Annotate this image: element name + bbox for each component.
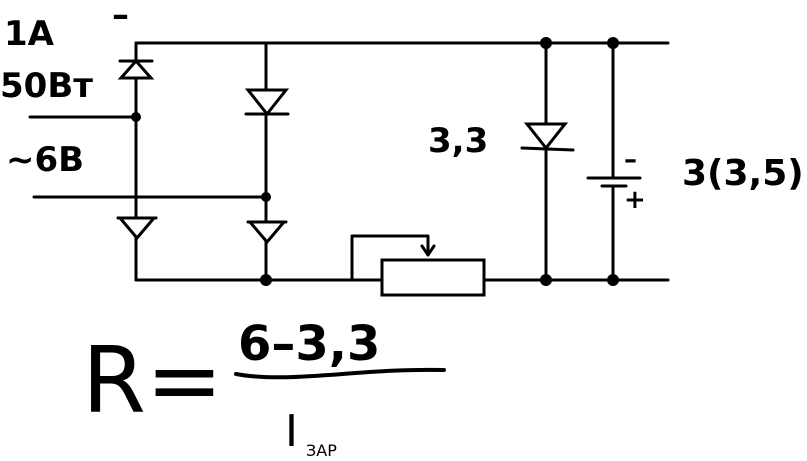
formula-numerator: 6–3,3 <box>238 316 380 372</box>
battery-voltage-label: 3(3,5) <box>682 153 804 194</box>
diode-top-left <box>117 58 155 80</box>
battery-symbol <box>586 176 642 188</box>
power-label: 50Вт <box>0 66 93 106</box>
junction-dot <box>540 274 552 286</box>
diode-bottom-right <box>246 220 288 245</box>
battery-minus-label: – <box>624 145 637 175</box>
formula-denominator-main: I <box>285 406 298 457</box>
junction-dot <box>607 37 619 49</box>
formula-fraction-bar <box>234 367 446 380</box>
zener-diode <box>520 122 575 152</box>
junction-dot <box>607 274 619 286</box>
formula-denominator-sub: ЗАР <box>306 441 337 460</box>
current-label: 1A <box>4 14 55 54</box>
junction-dot <box>540 37 552 49</box>
potentiometer <box>350 234 486 297</box>
junction-dot <box>260 274 272 286</box>
battery-plus-label: + <box>624 185 646 215</box>
ac-voltage-label: ~6В <box>6 140 84 180</box>
diode-top-right <box>244 88 290 117</box>
junction-dot <box>131 112 141 122</box>
zener-voltage-label: 3,3 <box>428 121 488 161</box>
formula-lhs: R= <box>82 327 223 434</box>
polarity-top-label: – <box>112 0 129 35</box>
diode-bottom-left <box>116 216 158 241</box>
junction-dot <box>261 192 271 202</box>
